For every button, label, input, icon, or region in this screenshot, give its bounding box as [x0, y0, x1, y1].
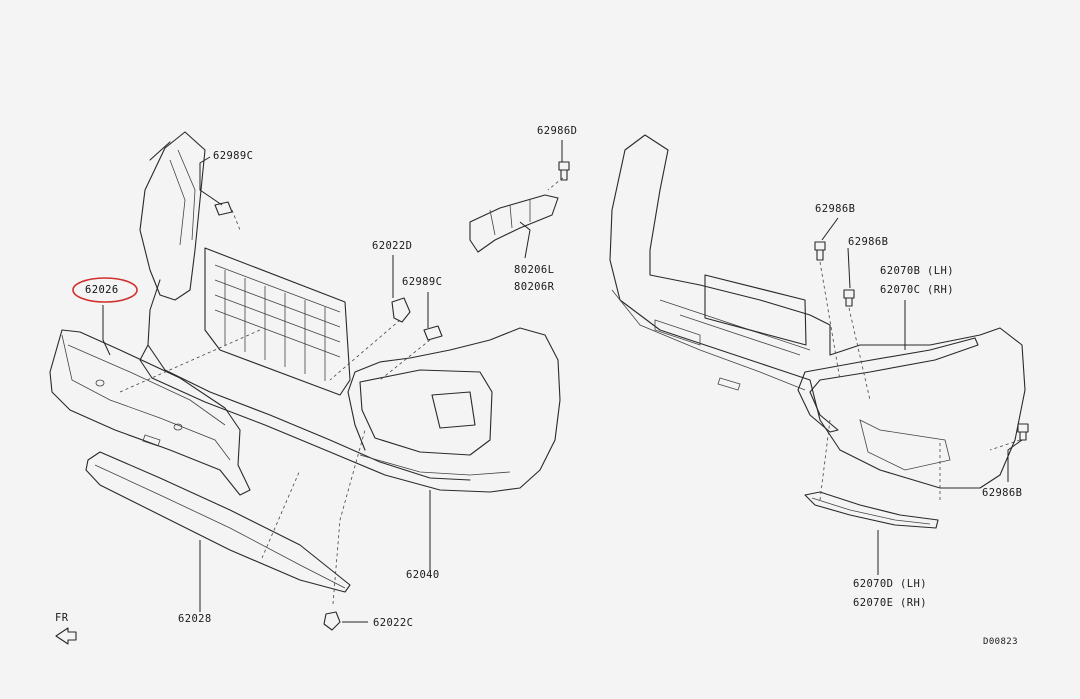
label-80206R: 80206R — [514, 281, 555, 293]
label-62986D: 62986D — [537, 125, 578, 137]
label-62986B-a: 62986B — [815, 203, 856, 215]
label-62028: 62028 — [178, 613, 212, 625]
front-arrow-icon — [55, 627, 77, 645]
lip-62028 — [85, 451, 351, 593]
clip-62022C — [323, 611, 341, 631]
clip-62989C-top — [214, 201, 233, 216]
label-62040: 62040 — [406, 569, 440, 581]
leader-lines-left — [102, 140, 564, 623]
label-62989C-mid: 62989C — [402, 276, 443, 288]
bolt-62986D — [558, 161, 570, 181]
label-62026: 62026 — [85, 284, 119, 296]
garnish-62070BC — [797, 337, 979, 433]
bolt-62986B-c — [1017, 423, 1029, 441]
leader-lines-right — [819, 217, 1023, 575]
garnish-62070DE — [804, 491, 939, 529]
label-62022D: 62022D — [372, 240, 413, 252]
label-80206L: 80206L — [514, 264, 555, 276]
label-62022C: 62022C — [373, 617, 414, 629]
rear-bumper — [609, 134, 1026, 489]
label-62070B: 62070B (LH) — [880, 265, 954, 277]
label-fr: FR — [55, 612, 69, 624]
label-62070D: 62070D (LH) — [853, 578, 927, 590]
clip-62022D — [391, 297, 411, 323]
drawing-number: D00823 — [983, 637, 1018, 647]
clip-62989C-mid — [423, 325, 443, 341]
bolt-62986B-a — [814, 241, 826, 261]
label-62070C: 62070C (RH) — [880, 284, 954, 296]
label-62070E: 62070E (RH) — [853, 597, 927, 609]
garnish-62026 — [49, 329, 251, 496]
bracket-80206 — [469, 194, 559, 253]
front-bumper-62040 — [139, 131, 561, 493]
bolt-62986B-b — [843, 289, 855, 307]
label-62989C-top: 62989C — [213, 150, 254, 162]
label-62986B-b: 62986B — [848, 236, 889, 248]
highlight-circle — [72, 277, 138, 303]
label-62986B-c: 62986B — [982, 487, 1023, 499]
